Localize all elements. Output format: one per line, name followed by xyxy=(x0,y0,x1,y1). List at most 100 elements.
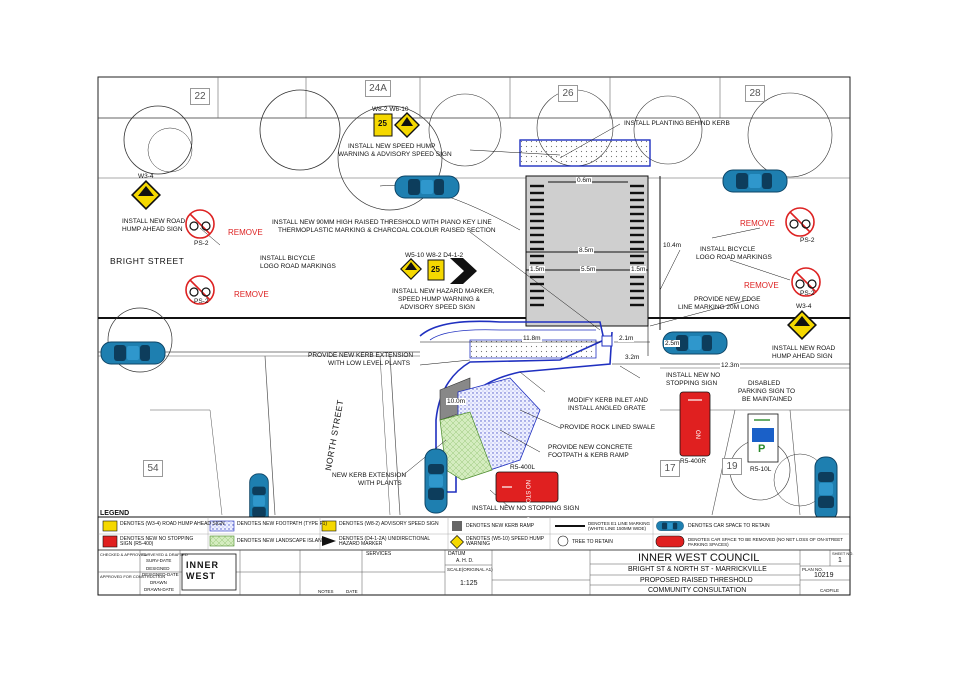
sign-code-w34-left: W3-4 xyxy=(138,173,154,180)
car-retain-3 xyxy=(100,341,166,365)
legend-item-hazard: DENOTES (D4-1-2A) UNIDIRECTIONAL HAZARD … xyxy=(339,536,430,547)
sign-p-text: P xyxy=(758,443,766,455)
tb-designed-date: DESIGNED-DATE xyxy=(142,572,179,577)
sign-code-ps2-a: PS-2 xyxy=(194,240,209,247)
sign-on-text: ON xyxy=(694,430,700,439)
tb-council: INNER WEST COUNCIL xyxy=(638,552,760,564)
note-disabled-2: PARKING SIGN TO xyxy=(738,388,796,395)
dim-5-5m: 5.5m xyxy=(580,266,597,273)
sign-code-ps2-b: PS-2 xyxy=(194,298,209,305)
legend-item-road-hump: DENOTES (W3-4) ROAD HUMP AHEAD SIGN xyxy=(120,521,225,527)
tb-drawn-date: DRAWN-DATE xyxy=(144,587,174,592)
note-hazard-2: SPEED HUMP WARNING & xyxy=(398,296,480,303)
note-threshold-1: INSTALL NEW 90mm HIGH RAISED THRESHOLD W… xyxy=(272,219,492,226)
tb-services: SERVICES xyxy=(366,551,392,557)
note-threshold-2: THERMOPLASTIC MARKING & CHARCOAL COLOUR … xyxy=(278,227,496,234)
note-road-hump-left-2: HUMP AHEAD SIGN xyxy=(122,226,183,233)
note-no-stopping-2: STOPPING SIGN xyxy=(666,380,718,387)
dim-11-8m: 11.8m xyxy=(522,335,542,342)
lot-54: 54 xyxy=(143,460,163,477)
note-footpath-2: FOOTPATH & KERB RAMP xyxy=(548,452,629,459)
tb-location: BRIGHT ST & NORTH ST - MARRICKVILLE xyxy=(628,566,767,573)
note-edge-line-2: LINE MARKING 20M LONG xyxy=(678,304,760,311)
dim-2-5m: 2.5m xyxy=(664,340,681,347)
note-kerb-plants-2: WITH PLANTS xyxy=(358,480,402,487)
tb-checked: CHECKED & APPROVED xyxy=(100,552,147,557)
remove-label-4: REMOVE xyxy=(744,281,779,290)
note-kerb-plants-1: NEW KERB EXTENSION xyxy=(332,472,407,479)
legend-item-tree: TREE TO RETAIN xyxy=(572,539,613,545)
legend-item-car-retain: DENOTES CAR SPACE TO RETAIN xyxy=(688,523,770,529)
dim-1-5m-left: 1.5m xyxy=(529,266,546,273)
tb-plan-no-label: PLAN NO. xyxy=(802,567,824,572)
dim-0-6m: 0.6m xyxy=(576,177,593,184)
bright-street-label: BRIGHT STREET xyxy=(110,256,185,266)
note-swale: PROVIDE ROCK LINED SWALE xyxy=(560,424,656,431)
remove-label-2: REMOVE xyxy=(234,290,269,299)
sign-code-w510-w82-d412: W5-10 W8-2 D4-1-2 xyxy=(405,252,464,259)
sign-code-ps2-c: PS-2 xyxy=(800,237,815,244)
tb-plan-no: 10219 xyxy=(814,572,834,579)
sign-code-ps2-d: PS-2 xyxy=(800,290,815,297)
lot-26: 26 xyxy=(558,85,578,102)
tb-drawing-title: PROPOSED RAISED THRESHOLD xyxy=(640,577,753,584)
tb-scale-label: SCALE(ORIGINAL A1) xyxy=(447,567,493,572)
note-hazard-1: INSTALL NEW HAZARD MARKER, xyxy=(392,288,495,295)
lot-22: 22 xyxy=(190,88,210,105)
note-road-hump-left-1: INSTALL NEW ROAD xyxy=(122,218,186,225)
sign-code-r5400l: R5-400L xyxy=(510,464,535,471)
legend-item-speed-hump: DENOTES (W5-10) SPEED HUMP WARNING xyxy=(466,536,544,547)
note-hazard-3: ADVISORY SPEED SIGN xyxy=(400,304,475,311)
note-disabled-3: BE MAINTAINED xyxy=(742,396,793,403)
lot-28: 28 xyxy=(745,85,765,102)
note-kerb-inlet-1: MODIFY KERB INLET AND xyxy=(568,397,648,404)
car-retain-2 xyxy=(722,169,788,193)
note-road-hump-right-1: INSTALL NEW ROAD xyxy=(772,345,836,352)
dim-2-1m: 2.1m xyxy=(618,335,635,342)
tb-sheet: 1 xyxy=(838,557,842,564)
legend-item-advisory: DENOTES (W8-2) ADVISORY SPEED SIGN xyxy=(339,521,439,527)
dim-3-2m: 3.2m xyxy=(624,354,641,361)
note-bicycle-right-1: INSTALL BICYCLE xyxy=(700,246,756,253)
note-no-stopping-1: INSTALL NEW NO xyxy=(666,372,721,379)
tb-scale: 1:125 xyxy=(460,580,478,587)
tb-approved: APPROVED FOR CONSTRUCTION xyxy=(100,574,166,579)
sign-code-r510l: R5-10L xyxy=(750,466,772,473)
dim-10-4m: 10.4m xyxy=(662,242,683,249)
tb-designed: DESIGNED xyxy=(146,566,170,571)
tb-notes: NOTES xyxy=(318,589,334,594)
note-road-hump-right-2: HUMP AHEAD SIGN xyxy=(772,353,833,360)
advisory-speed-value: 25 xyxy=(378,119,387,128)
note-bicycle-left-2: LOGO ROAD MARKINGS xyxy=(260,263,336,270)
tb-cad-file: CADFILE xyxy=(820,588,840,593)
legend-title: LEGEND xyxy=(100,510,130,517)
tb-datum: A. H. D. xyxy=(456,558,474,564)
legend-item-car-remove: DENOTES CAR SPACE TO BE REMOVED (NO NET … xyxy=(688,537,843,547)
legend-item-kerb-ramp: DENOTES NEW KERB RAMP xyxy=(466,523,535,529)
sign-code-w34-right: W3-4 xyxy=(796,303,812,310)
no-stopping-sign-text: NO STOPPING xyxy=(524,480,530,522)
dim-10-0m: 10.0m xyxy=(446,398,467,405)
tb-surv-date: SURV-DATE xyxy=(146,558,172,563)
car-retain-1 xyxy=(394,175,460,199)
legend-item-footpath: DENOTES NEW FOOTPATH (TYPE F1) xyxy=(237,521,328,527)
sign-code-r5400r: R5-400R xyxy=(680,458,707,465)
sign-code-w82-w610: W8-2 W6-10 xyxy=(372,106,409,113)
note-kerb-extension-1: PROVIDE NEW KERB EXTENSION xyxy=(308,352,414,359)
remove-label-3: REMOVE xyxy=(740,219,775,228)
note-disabled-1: DISABLED xyxy=(748,380,781,387)
lot-17: 17 xyxy=(660,460,680,477)
legend-item-no-stopping: DENOTES NEW NO STOPPING SIGN (R5-400) xyxy=(120,536,194,547)
tb-date: DATE xyxy=(346,589,358,594)
dim-1-5m-right: 1.5m xyxy=(630,266,647,273)
dim-12-3m: 12.3m xyxy=(720,362,741,369)
lot-19: 19 xyxy=(722,458,742,475)
tb-sheet-label: SHEET NO. xyxy=(832,551,854,556)
note-planting: INSTALL PLANTING BEHIND KERB xyxy=(624,120,730,127)
note-kerb-inlet-2: INSTALL ANGLED GRATE xyxy=(568,405,646,412)
lot-24a: 24A xyxy=(365,80,391,97)
note-bicycle-right-2: LOGO ROAD MARKINGS xyxy=(696,254,772,261)
note-kerb-extension-2: WITH LOW LEVEL PLANTS xyxy=(328,360,411,367)
